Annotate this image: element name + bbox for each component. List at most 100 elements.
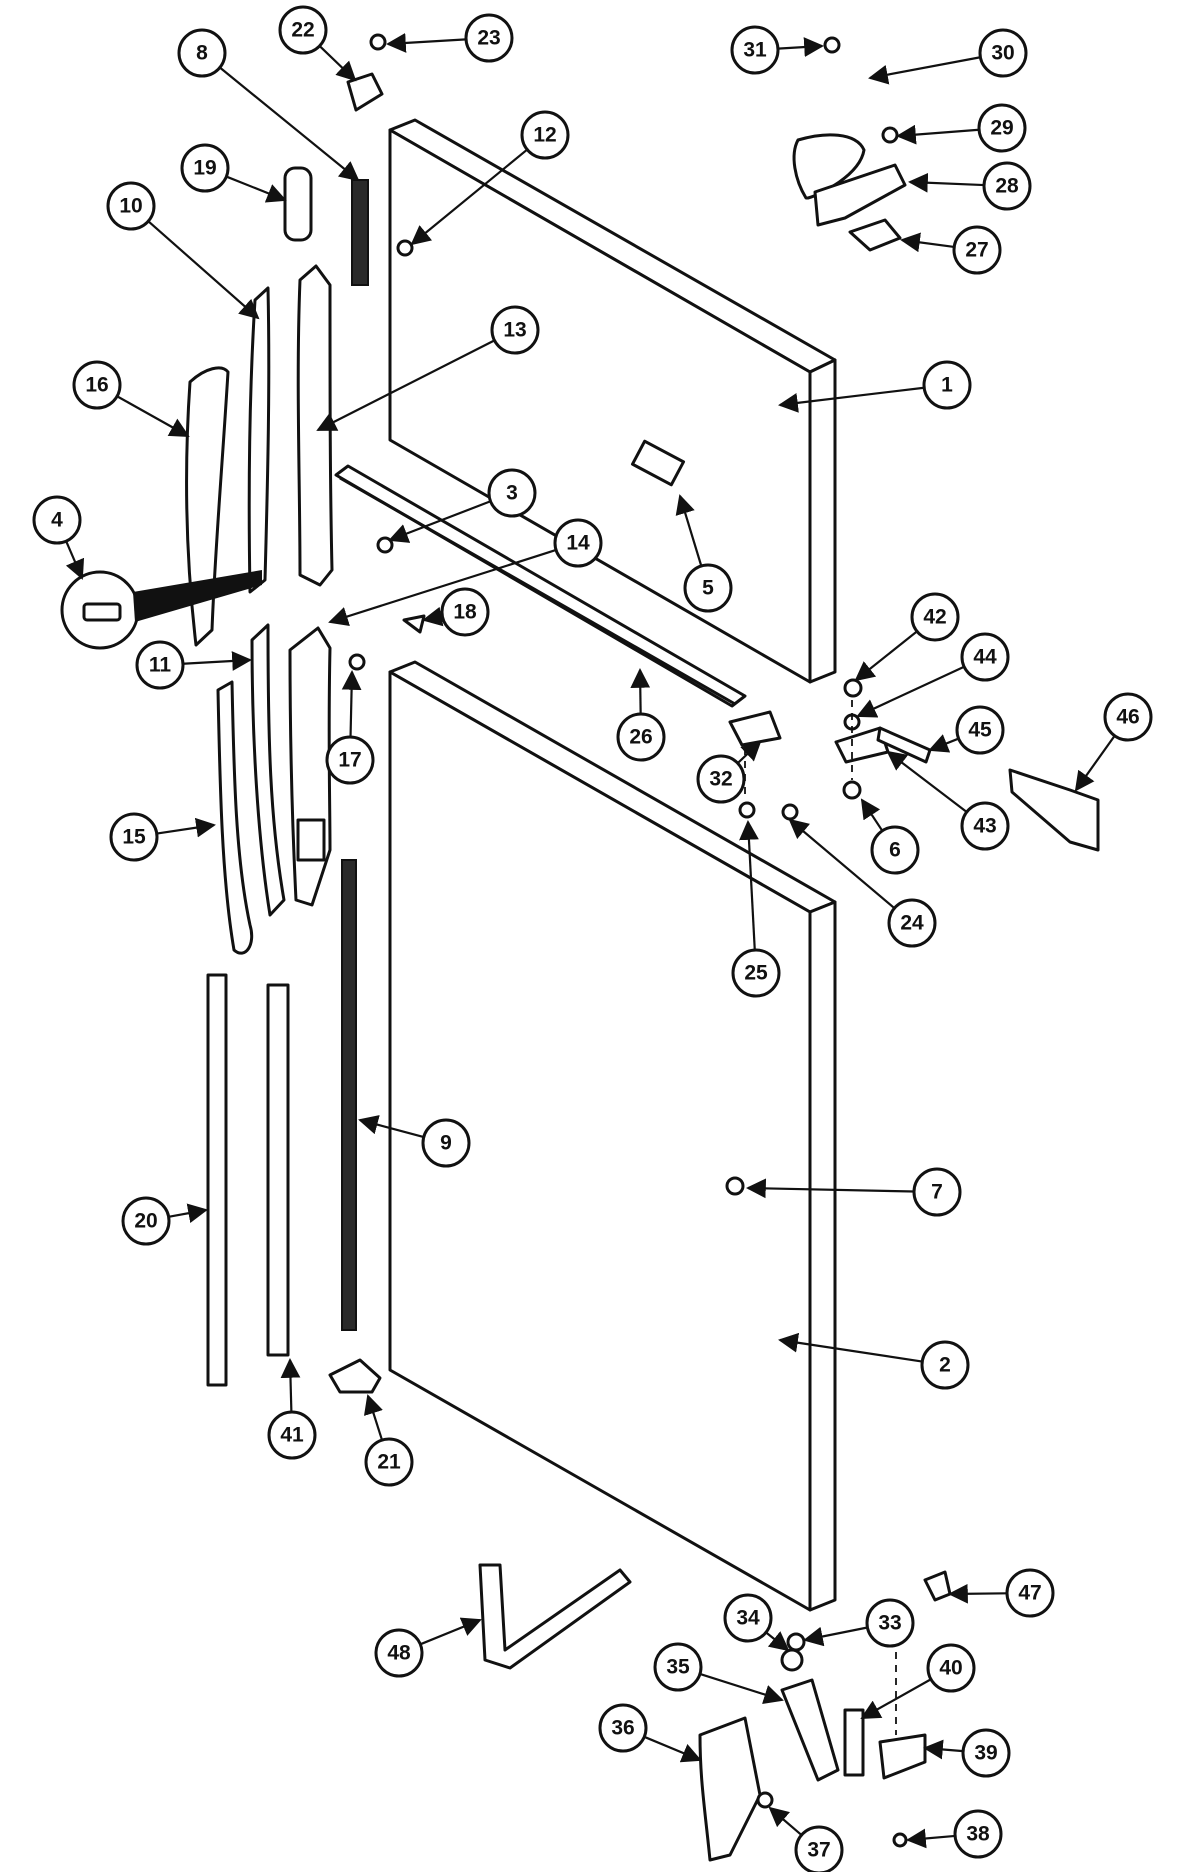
callout-number: 31 [743,39,767,62]
callout-number: 26 [629,726,652,749]
callout-number: 10 [119,195,142,218]
callout-circle [440,587,490,637]
handle-15 [216,680,254,955]
callout-number: 14 [566,532,590,555]
callout-46: 46 [1103,692,1153,742]
callout-20: 20 [121,1196,171,1246]
callout-14: 14 [553,518,603,568]
leader-31 [777,37,824,57]
callout-number: 44 [973,646,997,669]
leader-3 [388,500,491,543]
leader-9 [358,1115,425,1139]
callout-36: 36 [598,1703,648,1753]
callout-number: 3 [506,482,518,505]
handle-cap-19 [283,166,313,242]
callout-circle [978,28,1028,78]
hinge-cover-21 [328,1358,382,1394]
handle-cap-8 [351,179,369,286]
leader-40 [860,1678,932,1719]
leader-17 [341,670,362,738]
callout-number: 35 [666,1656,690,1679]
callout-number: 42 [923,606,946,629]
callout-number: 5 [702,577,714,600]
callout-circle [180,143,230,193]
bracket-45 [876,726,932,764]
callout-circle [865,1598,915,1648]
callout-circle [520,110,570,160]
callout-number: 20 [134,1210,157,1233]
callout-circle [920,1340,970,1390]
strip-9 [341,859,357,1331]
trim-strip [334,464,747,708]
trim-41 [266,983,290,1357]
callout-44: 44 [960,632,1010,682]
callout-40: 40 [926,1643,976,1693]
leader-23 [386,33,467,53]
callout-34: 34 [723,1593,773,1643]
hinge-35 [780,1678,840,1782]
callout-17: 17 [325,735,375,785]
callout-number: 34 [736,1607,760,1630]
callout-circle [421,1118,471,1168]
callout-number: 1 [941,374,953,397]
callout-circle [464,13,514,63]
callout-42: 42 [910,592,960,642]
leader-22 [318,45,357,82]
callout-circle [598,1703,648,1753]
leader-4 [65,540,85,580]
callout-circle [953,1809,1003,1859]
callout-number: 21 [377,1451,401,1474]
leader-11 [182,651,252,671]
callout-number: 11 [149,654,172,677]
callout-circle [653,1642,703,1692]
leader-25 [739,820,759,951]
callout-10: 10 [106,181,156,231]
leader-13 [316,339,495,431]
screw-38 [892,1832,908,1848]
callout-number: 15 [122,826,146,849]
callout-circle [730,25,780,75]
callout-number: 19 [193,157,216,180]
callout-number: 8 [196,42,208,65]
leader-2 [778,1332,923,1363]
callout-circle [887,898,937,948]
leader-10 [147,220,260,320]
shim-40 [843,1708,865,1777]
callout-circle [870,825,920,875]
callout-circle [109,812,159,862]
leader-35 [699,1672,784,1705]
leader-14 [328,548,557,627]
callout-45: 45 [955,705,1005,755]
callout-number: 7 [931,1181,943,1204]
callout-16: 16 [72,360,122,410]
callout-number: 22 [291,19,314,42]
plug-7 [725,1176,745,1196]
callout-circle [960,632,1010,682]
callout-circle [1005,1568,1055,1618]
lower-door [388,660,837,1612]
bushing-34 [780,1648,804,1672]
leader-48 [419,1617,482,1646]
callout-5: 5 [683,563,733,613]
leader-12 [410,148,528,246]
callout-35: 35 [653,1642,703,1692]
callout-circle [977,103,1027,153]
callout-circle [731,948,781,998]
hinge-cover-30 [792,133,866,200]
leader-18 [422,606,444,627]
leader-27 [900,232,955,253]
plug-5 [630,439,686,487]
callout-number: 41 [280,1424,304,1447]
leader-47 [948,1583,1008,1604]
callout-22: 22 [278,5,328,55]
callout-21: 21 [364,1437,414,1487]
callout-circle [926,1643,976,1693]
leader-15 [156,817,216,838]
callout-4: 4 [32,495,82,545]
callout-circle [553,518,603,568]
callout-number: 36 [611,1717,634,1740]
screw-31 [823,36,841,54]
screw-12 [396,239,414,257]
callout-38: 38 [953,1809,1003,1859]
